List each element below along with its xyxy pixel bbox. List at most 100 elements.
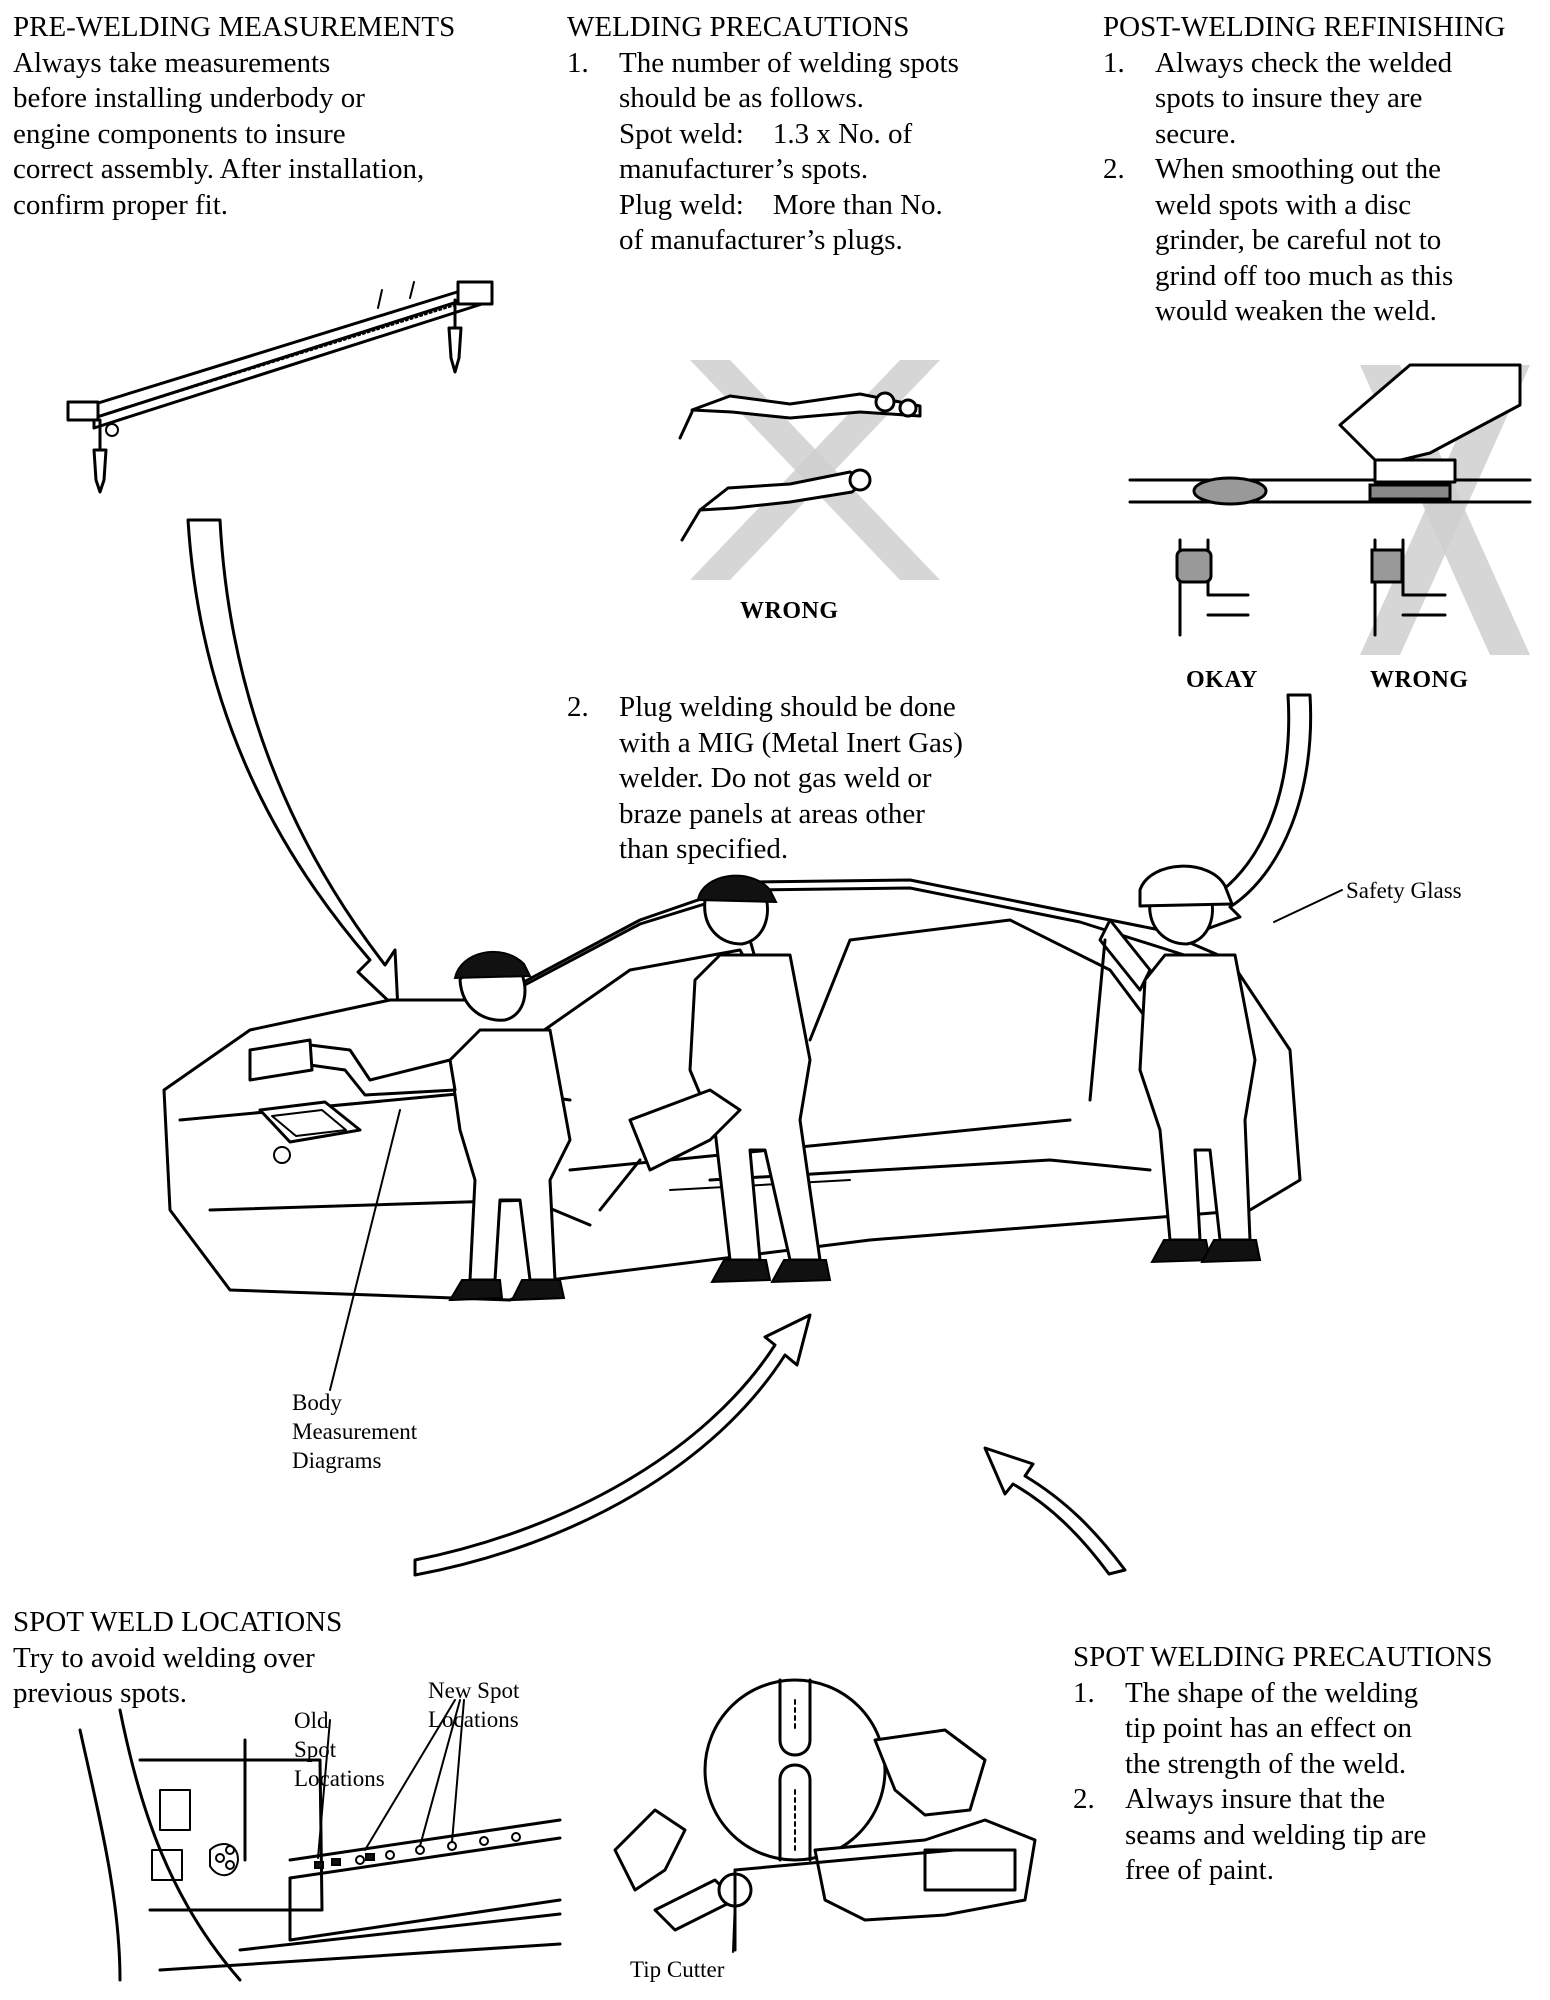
item-line: spots to insure they are bbox=[1155, 82, 1423, 114]
car-body-with-workers-illustration bbox=[162, 864, 1302, 1302]
tip-cutter-label: Tip Cutter bbox=[630, 1957, 725, 1982]
item-line: braze panels at areas other bbox=[619, 797, 925, 830]
item-line: free of paint. bbox=[1125, 1854, 1274, 1886]
welding-precautions-heading: WELDING PRECAUTIONS bbox=[567, 11, 910, 43]
torch-upper bbox=[678, 391, 922, 440]
wrong-grind-label: WRONG bbox=[1370, 667, 1469, 693]
gauge-pointer-left bbox=[92, 418, 119, 494]
worker-left-measuring bbox=[248, 950, 572, 1302]
item-line: seams and welding tip are bbox=[1125, 1818, 1427, 1851]
rocker-panel-body bbox=[78, 1708, 562, 1982]
label-line: Diagrams bbox=[292, 1448, 382, 1473]
spot-welding-precautions-section: SPOT WELDING PRECAUTIONS 1. The shape of… bbox=[1073, 1640, 1492, 1889]
spot-welding-precautions-heading: SPOT WELDING PRECAUTIONS bbox=[1073, 1641, 1493, 1673]
item-line: should be as follows. bbox=[619, 82, 864, 114]
item-number: 2. bbox=[567, 691, 589, 723]
tip-cutter-illustration bbox=[613, 1678, 1037, 1953]
post-welding-item-2: 2. When smoothing out the weld spots wit… bbox=[1103, 152, 1506, 330]
measuring-gauge-illustration bbox=[66, 280, 494, 494]
pre-welding-line: confirm proper fit. bbox=[13, 188, 229, 221]
pre-welding-heading: PRE-WELDING MEASUREMENTS bbox=[13, 11, 456, 43]
item-line: Spot weld: 1.3 x No. of bbox=[619, 117, 913, 150]
item-line: than specified. bbox=[619, 833, 789, 865]
body-measurement-label: Body Measurement Diagrams bbox=[292, 1388, 417, 1475]
item-line: tip point has an effect on bbox=[1125, 1712, 1412, 1744]
item-line: Plug welding should be done bbox=[619, 691, 956, 723]
post-welding-section: POST-WELDING REFINISHING 1. Always check… bbox=[1103, 10, 1506, 330]
pre-welding-line: engine components to insure bbox=[13, 117, 346, 150]
item-number: 2. bbox=[1103, 153, 1125, 185]
item-line: with a MIG (Metal Inert Gas) bbox=[619, 726, 963, 759]
item-number: 1. bbox=[1103, 46, 1125, 79]
pre-welding-line: before installing underbody or bbox=[13, 82, 365, 114]
label-line: New Spot bbox=[428, 1678, 520, 1703]
item-line: The shape of the welding bbox=[1125, 1676, 1419, 1709]
welding-precautions-item-2: 2. Plug welding should be done with a MI… bbox=[567, 690, 963, 868]
gauge-bar bbox=[66, 280, 494, 430]
arrow-to-car-measurement bbox=[186, 518, 400, 1012]
spot-welding-item-1: 1. The shape of the welding tip point ha… bbox=[1073, 1676, 1492, 1783]
welding-precautions-item-2-body: 2. Plug welding should be done with a MI… bbox=[567, 690, 963, 868]
wrong-weld-detail bbox=[1318, 363, 1532, 655]
label-line: Old bbox=[294, 1708, 329, 1733]
wrong-torch-label: WRONG bbox=[740, 598, 839, 624]
item-line: secure. bbox=[1155, 117, 1237, 150]
arrow-to-rocker-panel bbox=[413, 1313, 812, 1577]
magnified-tip-circle bbox=[703, 1678, 887, 1862]
item-line: Always insure that the bbox=[1125, 1783, 1386, 1815]
pre-welding-line: correct assembly. After installation, bbox=[13, 153, 425, 185]
spot-weld-line: Try to avoid welding over bbox=[13, 1641, 315, 1674]
item-number: 1. bbox=[1073, 1676, 1095, 1709]
item-line: would weaken the weld. bbox=[1155, 295, 1437, 327]
item-line: grind off too much as this bbox=[1155, 259, 1454, 292]
item-line: the strength of the weld. bbox=[1125, 1747, 1407, 1780]
rocker-panel-spot-weld-illustration bbox=[78, 1699, 562, 1982]
body-measurement-tray bbox=[258, 1100, 362, 1144]
worker-right-grinding bbox=[1088, 864, 1262, 1264]
pre-welding-line: Always take measurements bbox=[13, 46, 331, 79]
gas-torch-wrong-illustration bbox=[678, 360, 940, 580]
spot-weld-locations-heading: SPOT WELD LOCATIONS bbox=[13, 1606, 343, 1638]
safety-glass-leader bbox=[1273, 889, 1343, 923]
body-measurement-leader bbox=[329, 1109, 401, 1391]
post-welding-list: 1. Always check the welded spots to insu… bbox=[1103, 46, 1506, 330]
pre-welding-section: PRE-WELDING MEASUREMENTS Always take mea… bbox=[13, 10, 455, 223]
spot-welder-gun bbox=[733, 1728, 1037, 1922]
item-line: The number of welding spots bbox=[619, 46, 959, 79]
label-line: Locations bbox=[294, 1766, 385, 1791]
label-line: Measurement bbox=[292, 1419, 418, 1444]
item-line: manufacturer’s spots. bbox=[619, 153, 869, 185]
okay-weld-detail bbox=[1128, 476, 1327, 637]
item-line: grinder, be careful not to bbox=[1155, 224, 1442, 256]
spot-welding-item-2: 2. Always insure that the seams and weld… bbox=[1073, 1782, 1492, 1889]
spot-label-leaders bbox=[317, 1699, 465, 1859]
tip-cutter-leader bbox=[732, 1899, 736, 1953]
torch-lower bbox=[680, 468, 872, 542]
welding-precautions-item-1: 1. The number of welding spots should be… bbox=[567, 46, 959, 259]
wrong-cross-mark bbox=[690, 360, 940, 580]
new-spot-label: New Spot Locations bbox=[428, 1676, 519, 1734]
item-line: weld spots with a disc bbox=[1155, 188, 1412, 221]
item-line: of manufacturer’s plugs. bbox=[619, 224, 903, 256]
spot-weld-line: previous spots. bbox=[13, 1677, 187, 1709]
item-line: welder. Do not gas weld or bbox=[619, 762, 932, 794]
item-number: 2. bbox=[1073, 1783, 1095, 1815]
welding-precautions-list: 1. The number of welding spots should be… bbox=[567, 46, 959, 259]
grinding-okay-wrong-illustration bbox=[1128, 363, 1532, 655]
item-line: When smoothing out the bbox=[1155, 153, 1441, 185]
welding-precautions-list-2: 2. Plug welding should be done with a MI… bbox=[567, 690, 963, 868]
worker-middle-welding bbox=[598, 874, 832, 1284]
spot-welding-precautions-list: 1. The shape of the welding tip point ha… bbox=[1073, 1676, 1492, 1889]
gauge-pointer-right bbox=[377, 281, 463, 374]
okay-label: OKAY bbox=[1186, 667, 1258, 693]
item-line: Plug weld: More than No. bbox=[619, 188, 943, 221]
post-welding-item-1: 1. Always check the welded spots to insu… bbox=[1103, 46, 1506, 153]
item-number: 1. bbox=[567, 46, 589, 79]
label-line: Body bbox=[292, 1390, 342, 1415]
arrow-to-spot-welder bbox=[983, 1446, 1127, 1576]
welding-precautions-section: WELDING PRECAUTIONS 1. The number of wel… bbox=[567, 10, 959, 259]
safety-glass-label: Safety Glass bbox=[1346, 878, 1462, 903]
post-welding-heading: POST-WELDING REFINISHING bbox=[1103, 11, 1506, 43]
item-line: Always check the welded bbox=[1155, 46, 1453, 79]
tip-cutter-tool bbox=[613, 1808, 753, 1952]
